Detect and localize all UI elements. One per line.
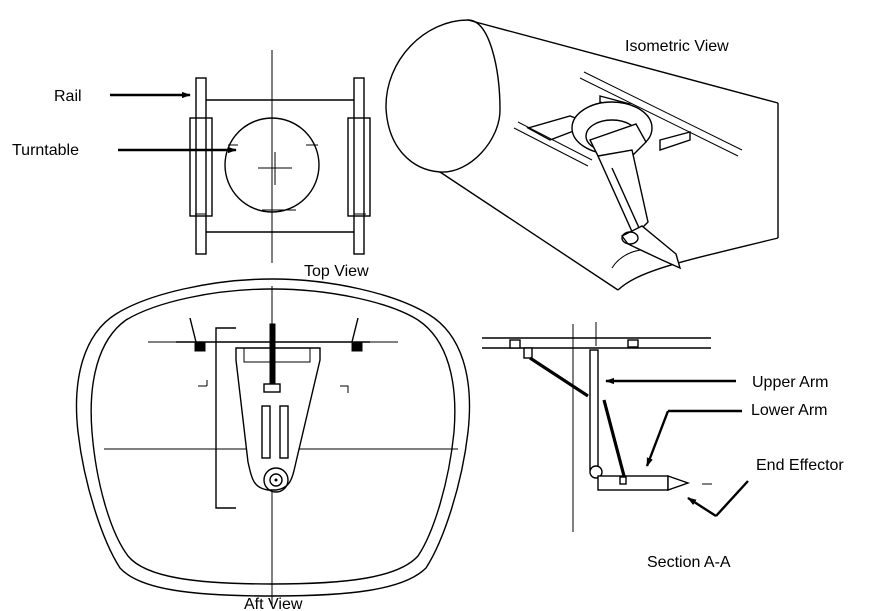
upper-arm-label: Upper Arm bbox=[752, 374, 828, 391]
aft-mast bbox=[269, 323, 276, 385]
turntable-label: Turntable bbox=[12, 142, 79, 159]
aft-rail-right bbox=[351, 341, 363, 352]
top-view-label: Top View bbox=[304, 263, 369, 280]
section-strut bbox=[529, 356, 589, 398]
lower-arm-label: Lower Arm bbox=[751, 402, 827, 419]
aft-view-label: Aft View bbox=[244, 596, 303, 611]
isometric-view: Isometric View bbox=[385, 19, 779, 291]
aft-rail-left bbox=[194, 341, 206, 352]
aft-view: Aft View bbox=[75, 278, 471, 611]
section-a-a-label: Section A-A bbox=[647, 554, 731, 571]
section-lower-arm bbox=[602, 399, 626, 477]
section-upper-arm bbox=[589, 349, 599, 471]
end-effector-arrow bbox=[687, 496, 717, 518]
rail-label: Rail bbox=[54, 88, 82, 105]
left-rail bbox=[195, 77, 207, 255]
top-view: Rail Turntable Top View bbox=[12, 50, 371, 280]
section-a-a: Upper Arm Lower Arm End Effector Section… bbox=[482, 322, 844, 571]
aft-yoke bbox=[235, 347, 321, 491]
end-effector-label: End Effector bbox=[756, 457, 844, 474]
lower-arm-arrow bbox=[645, 410, 670, 467]
isometric-view-label: Isometric View bbox=[625, 38, 729, 55]
iso-arm bbox=[589, 123, 682, 270]
section-end-effector bbox=[597, 475, 669, 491]
right-rail bbox=[353, 77, 365, 255]
